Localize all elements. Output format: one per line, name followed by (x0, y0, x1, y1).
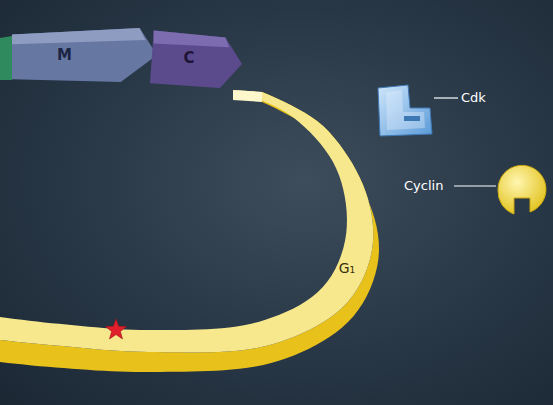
phase-name: M (57, 46, 72, 64)
m-phase-arrow: M (12, 28, 157, 82)
part-label: Cdk (461, 90, 486, 105)
band-end (233, 90, 262, 102)
leader-line (454, 185, 496, 186)
g1-label-area: G₁ (330, 256, 364, 280)
arrow-shape (12, 28, 157, 82)
red-star (106, 319, 127, 339)
phase-segment (0, 36, 12, 80)
cyclin-shape (498, 165, 546, 214)
cdk-shape (378, 85, 432, 136)
band-top (0, 90, 373, 352)
g1-band (0, 90, 379, 372)
leader-line (434, 97, 458, 98)
phase-name: G₁ (339, 260, 355, 276)
phase-name: C (183, 49, 194, 67)
part-label: Cyclin (404, 178, 443, 193)
c-phase-arrow: C (150, 28, 242, 88)
arrow-shape (150, 28, 242, 88)
